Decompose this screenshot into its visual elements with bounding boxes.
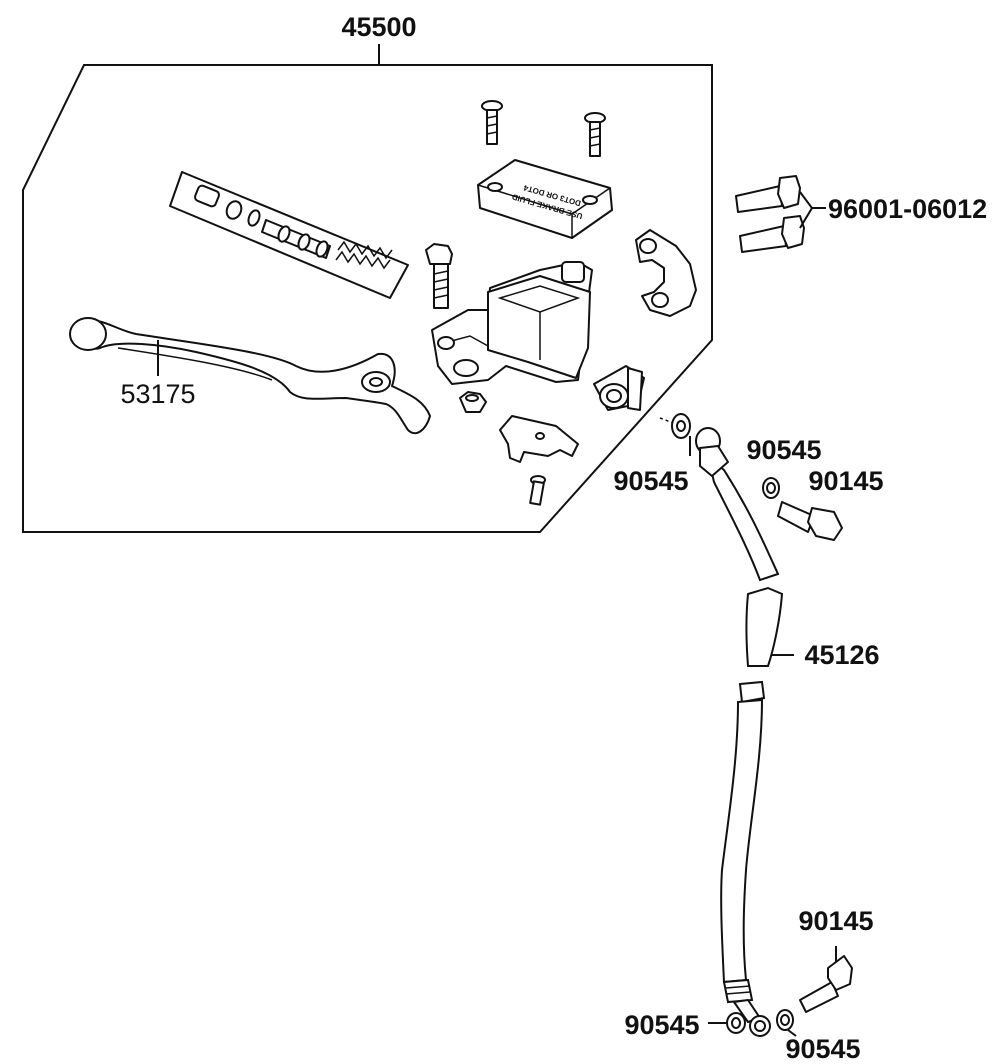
washer-upper-left <box>671 413 691 439</box>
reservoir-cap: USE BRAKE FLUID DOT3 OR DOT4 <box>477 159 613 239</box>
handlebar-clamp <box>635 229 697 317</box>
pivot-bolt <box>425 243 453 309</box>
brake-hose <box>695 427 784 1037</box>
assembly-outline <box>22 64 713 533</box>
clamp-bolts-bracket <box>799 191 826 229</box>
switch-screw <box>529 475 546 506</box>
clamp-bolt-upper <box>735 175 801 213</box>
washer-lower-left <box>726 1012 746 1034</box>
label-washer-lower-left: 90545 <box>624 1010 699 1040</box>
label-hose: 45126 <box>804 640 879 670</box>
label-washer-upper-left: 90545 <box>613 466 688 496</box>
brake-lever <box>69 317 431 435</box>
label-clamp-bolts: 96001-06012 <box>828 194 987 224</box>
piston-kit <box>169 171 409 299</box>
clamp-bolt-lower <box>739 215 805 253</box>
lever-nut <box>459 391 487 413</box>
label-washer-upper-right: 90545 <box>746 435 821 465</box>
washer-lower-right-leader <box>787 1029 797 1037</box>
label-bolt-lower: 90145 <box>798 906 873 936</box>
label-lever: 53175 <box>120 379 195 409</box>
washer-lower-right <box>776 1009 794 1031</box>
label-assembly: 45500 <box>341 12 416 42</box>
banjo-bolt-lower <box>799 955 853 1013</box>
cap-screw-right <box>584 112 606 157</box>
banjo-bolt-upper <box>777 501 843 541</box>
label-washer-lower-right: 90545 <box>785 1034 860 1064</box>
master-cylinder-body <box>431 261 645 411</box>
brake-switch <box>499 415 579 463</box>
label-bolt-upper: 90145 <box>808 466 883 496</box>
cap-screw-left <box>481 100 503 145</box>
washer-upper-right <box>762 477 780 499</box>
